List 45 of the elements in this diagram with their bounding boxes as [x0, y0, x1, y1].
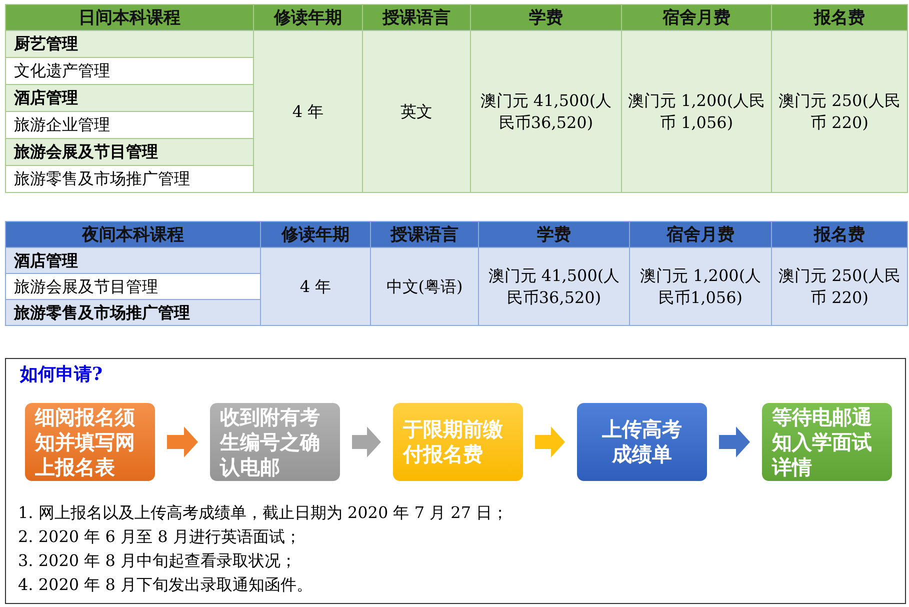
header-cell: 报名费 — [772, 222, 908, 248]
header-cell: 日间本科课程 — [6, 4, 254, 30]
arrow — [167, 426, 198, 458]
course-cell: 旅游零售及市场推广管理 — [6, 300, 260, 326]
table-cell: 澳门元 41,500(人民币36,520) — [478, 248, 630, 326]
table-cell: 4 年 — [254, 30, 362, 192]
arrow — [352, 426, 381, 458]
course-cell: 酒店管理 — [6, 248, 260, 274]
step-box: 细阅报名须知并填写网上报名表 — [25, 403, 155, 481]
table-cell: 4 年 — [260, 248, 370, 326]
course-cell: 旅游会展及节目管理 — [6, 138, 254, 166]
step-box: 于限期前缴付报名费 — [393, 403, 523, 481]
course-cell: 文化遗产管理 — [6, 58, 254, 84]
header-cell: 宿舍月费 — [630, 222, 772, 248]
header-cell: 修读年期 — [254, 4, 362, 30]
course-cell: 酒店管理 — [6, 84, 254, 112]
header-cell: 修读年期 — [260, 222, 370, 248]
note-text: 4. 2020 年 8 月下旬发出录取通知函件。 — [18, 575, 313, 596]
note-text: 3. 2020 年 8 月中旬起查看录取状况； — [18, 551, 297, 572]
header-cell: 报名费 — [772, 4, 908, 30]
header-cell: 学费 — [478, 222, 630, 248]
step-box: 收到附有考生编号之确认电邮 — [210, 403, 340, 481]
table-cell: 澳门元 41,500(人民币36,520) — [470, 30, 622, 192]
table-cell: 澳门元 1,200(人民币1,056) — [630, 248, 772, 326]
table-cell: 中文(粤语) — [370, 248, 478, 326]
header-cell: 授课语言 — [362, 4, 470, 30]
note-text: 1. 网上报名以及上传高考成绩单，截止日期为 2020 年 7 月 27 日； — [18, 503, 508, 524]
course-cell: 旅游会展及节目管理 — [6, 274, 260, 300]
step-box: 等待电邮通知入学面试详情 — [762, 403, 892, 481]
note-text: 2. 2020 年 6 月至 8 月进行英语面试； — [18, 527, 301, 548]
table-cell: 澳门元 250(人民币 220) — [772, 248, 908, 326]
course-cell: 旅游企业管理 — [6, 112, 254, 138]
header-cell: 夜间本科课程 — [6, 222, 260, 248]
course-cell: 厨艺管理 — [6, 30, 254, 58]
table-cell: 澳门元 1,200(人民币 1,056) — [622, 30, 772, 192]
table-cell: 澳门元 250(人民币 220) — [772, 30, 908, 192]
arrow — [719, 426, 750, 458]
step-box: 上传高考成绩单 — [577, 403, 707, 481]
header-cell: 授课语言 — [370, 222, 478, 248]
course-cell: 旅游零售及市场推广管理 — [6, 166, 254, 192]
header-cell: 学费 — [470, 4, 622, 30]
heading: 如何申请? — [20, 363, 103, 386]
header-cell: 宿舍月费 — [622, 4, 772, 30]
arrow — [535, 426, 565, 458]
table-cell: 英文 — [362, 30, 470, 192]
